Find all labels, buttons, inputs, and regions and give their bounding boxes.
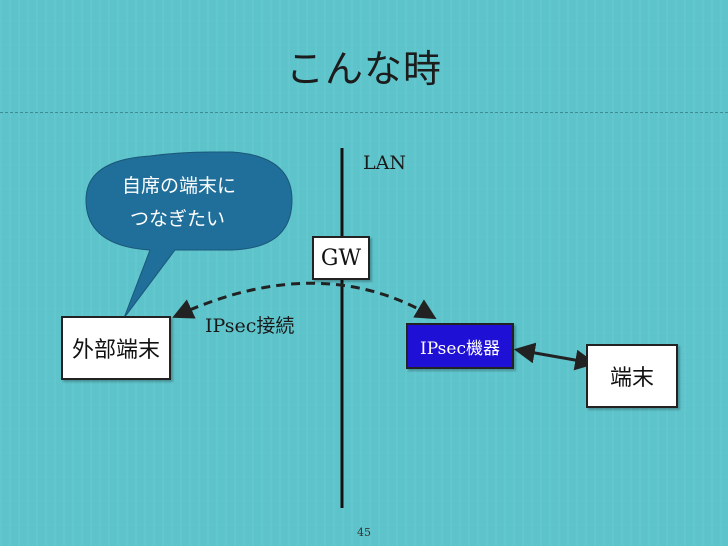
title-divider <box>0 112 728 113</box>
ipsec-terminal-link <box>513 342 597 371</box>
speech-bubble-line2: つなぎたい <box>130 208 226 230</box>
terminal-box: 端末 <box>586 344 678 408</box>
slide-title: こんな時 <box>285 47 442 91</box>
external-terminal-label: 外部端末 <box>71 338 160 363</box>
page-number: 45 <box>357 526 371 539</box>
speech-bubble-line1: 自席の端末に <box>122 175 237 197</box>
external-terminal-box: 外部端末 <box>61 316 171 380</box>
ipsec-device-label: IPsec機器 <box>419 338 500 359</box>
terminal-label: 端末 <box>609 366 654 391</box>
ipsec-connection-label: IPsec接続 <box>205 315 295 337</box>
lan-label: LAN <box>363 152 406 174</box>
speech-bubble-shape <box>85 151 293 319</box>
gw-label: GW <box>320 245 362 271</box>
ipsec-tunnel-curve <box>172 281 437 320</box>
ipsec-device-box: IPsec機器 <box>406 323 514 369</box>
gw-box: GW <box>312 236 370 280</box>
